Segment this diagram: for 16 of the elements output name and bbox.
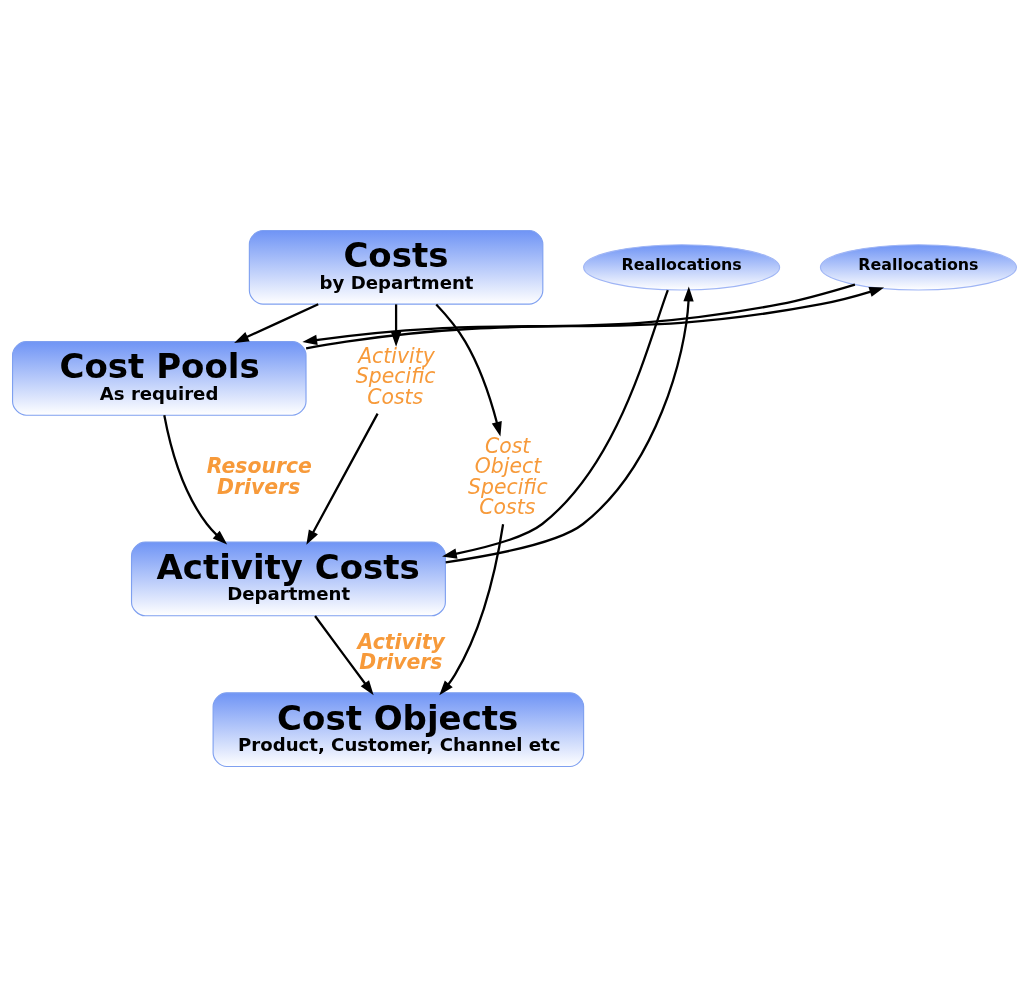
arrow	[435, 303, 502, 437]
arrow	[234, 302, 319, 343]
node-text: Cost Object Specific Costs	[468, 433, 548, 519]
node-box: Activity Costs Department	[130, 541, 446, 616]
node-box: Costs by Department	[248, 229, 544, 305]
node-ellipse: Reallocations	[819, 243, 1017, 291]
arrow	[314, 614, 374, 695]
arrow	[163, 414, 228, 544]
node-box: Cost Objects Product, Customer, Channel etc	[212, 691, 585, 767]
node-text: Activity Specific Costs	[355, 343, 436, 409]
arrow	[306, 412, 379, 545]
arrow	[439, 523, 505, 695]
edge-label: Resource Drivers	[206, 453, 312, 499]
edge-label: Activity Drivers	[357, 629, 445, 674]
node-box: Cost Pools As required	[12, 340, 307, 416]
node-ellipse: Reallocations	[583, 243, 781, 291]
